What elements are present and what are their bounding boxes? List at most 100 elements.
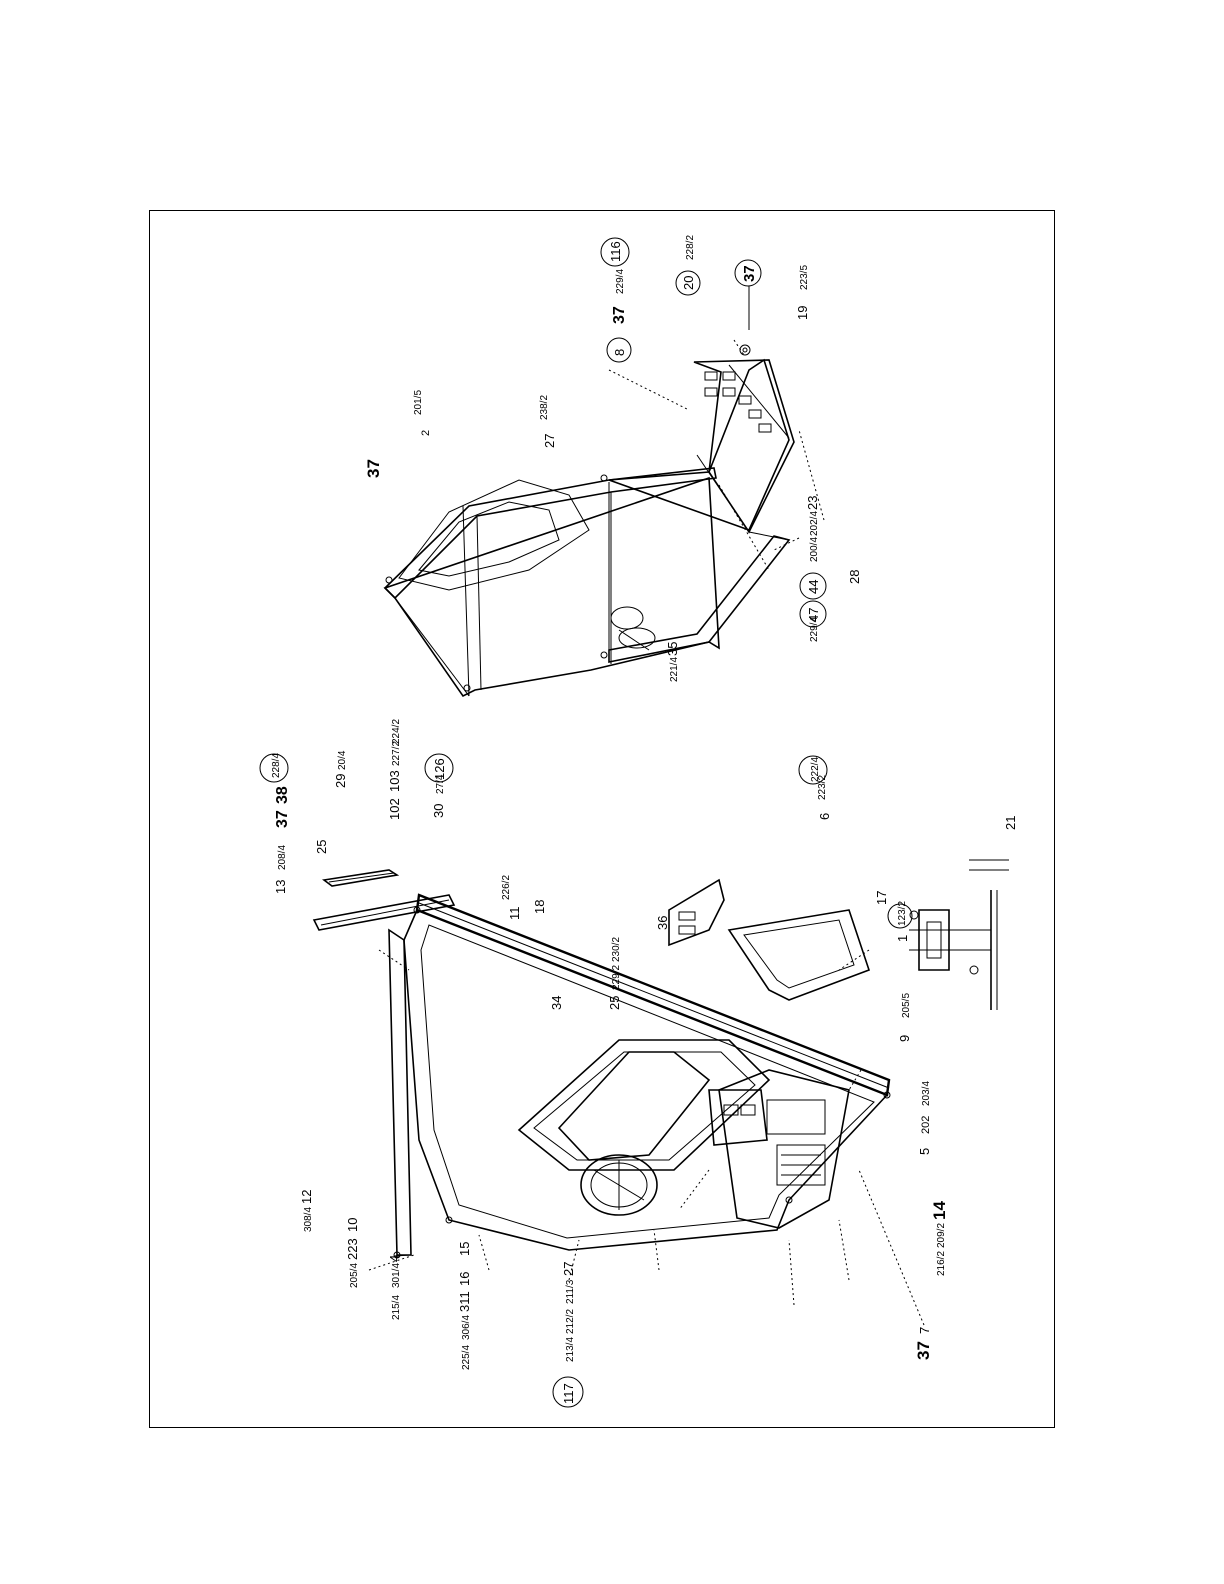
callout: 9 (897, 1035, 912, 1042)
callout: 223/2 (817, 775, 828, 800)
rail-slot-2 (320, 899, 450, 926)
callout: 37 (741, 265, 758, 282)
panel-button-6 (748, 409, 762, 419)
rail-part-lower (312, 894, 456, 931)
bracket-hole (678, 911, 696, 921)
callout: 38 (274, 786, 291, 804)
cabinet-floor (727, 909, 871, 1001)
cabinet-side-panel (403, 908, 889, 1251)
callout: 18 (532, 900, 547, 914)
bolt (600, 474, 608, 482)
leader-line (608, 369, 690, 411)
panel-button-3 (704, 387, 718, 397)
monitor-housing-assembly (383, 339, 825, 698)
leader-line (568, 1239, 580, 1281)
callout: 238/2 (539, 395, 550, 420)
leader-line (788, 1239, 795, 1306)
leader-line (848, 1069, 862, 1091)
callout: 211/3 (565, 1279, 576, 1304)
housing-base (608, 535, 791, 663)
control-panel-face (693, 359, 795, 534)
coin-slot (723, 1104, 739, 1116)
coin-box (708, 1089, 768, 1146)
panel-button-4 (722, 387, 736, 397)
detail-screw (909, 910, 919, 920)
bolt (393, 1251, 401, 1259)
callout: 123/2 (897, 901, 908, 926)
callout: 226/2 (501, 875, 512, 900)
callout: 23 (805, 496, 820, 510)
callout: 19 (795, 306, 810, 320)
panel-crease (728, 364, 790, 439)
callout-labels: 37 8 37 229/4 116 20 228/2 37 19 223/5 2… (259, 235, 1018, 1408)
monitor-hood (398, 479, 590, 591)
callout: 229/4 (615, 269, 626, 294)
callout: 201/5 (413, 390, 424, 415)
callout: 229/4 (809, 617, 820, 642)
callout: 20/4 (337, 750, 348, 770)
lower-compartment (718, 1069, 850, 1229)
callout: 224/2 (391, 719, 402, 744)
callout: 103 (387, 770, 402, 792)
callout: 223 (345, 1238, 360, 1260)
callout-circle (259, 753, 289, 783)
callout: 10 (345, 1218, 360, 1232)
panel-button-1 (704, 371, 718, 381)
cylinder-line (618, 629, 650, 651)
callout: 15 (457, 1242, 472, 1256)
callout: 37 (364, 459, 383, 478)
steering-wheel (580, 1154, 658, 1216)
callout: 216/2 (936, 1251, 947, 1276)
callout-circle (799, 600, 827, 628)
callout-circle (424, 753, 454, 783)
callout: 306/4 (461, 1315, 472, 1340)
housing-top-face (383, 467, 717, 600)
rail-part-upper (321, 869, 400, 887)
compartment-vent (776, 1144, 826, 1186)
housing-edge-2 (462, 505, 470, 697)
bracket-hole-2 (678, 925, 696, 935)
cabinet-shelf-inner (533, 1051, 756, 1161)
callout: 27 (561, 1262, 576, 1276)
callout: 7 (917, 1327, 932, 1334)
compartment-door (766, 1099, 826, 1135)
leader-line (478, 1234, 490, 1271)
panel-buttons (704, 344, 772, 433)
panel-button-7 (758, 423, 772, 433)
callout: 126 (432, 758, 447, 780)
leader-line (798, 429, 825, 521)
callout-circle (552, 1376, 584, 1408)
leader-line (733, 339, 745, 356)
callout-circle (799, 572, 827, 600)
callout: 212/2 (565, 1309, 576, 1334)
panel-button-2 (722, 371, 736, 381)
cabinet-assembly (312, 869, 891, 1306)
callout: 16 (457, 1272, 472, 1286)
callout: 27/4 (435, 774, 446, 794)
cabinet-side-inner (420, 924, 875, 1239)
detail-view-mechanism (909, 859, 1009, 1010)
callout: 5 (917, 1148, 932, 1155)
callout: 202 (920, 1116, 932, 1134)
callout: 213/4 (565, 1337, 576, 1362)
callout: 116 (608, 241, 623, 262)
bolt (385, 576, 393, 584)
rail-slot (328, 872, 395, 883)
detail-bracket (918, 909, 950, 971)
leader-line (678, 1169, 710, 1211)
rail-foot (393, 1254, 412, 1257)
panel-knob (739, 344, 751, 356)
callout: 8 (612, 349, 627, 356)
callout: 37 (274, 810, 291, 828)
callout: 221/4 (669, 657, 680, 682)
callout: 37 (611, 306, 628, 324)
leader-line (653, 1229, 660, 1271)
callout: 25 (607, 996, 622, 1010)
bolt (785, 1196, 793, 1204)
base-leg (748, 531, 790, 541)
cabinet-shelf (517, 1039, 771, 1171)
callout: 209/2 (936, 1223, 947, 1248)
callout: 205/5 (901, 993, 912, 1018)
callout: 228/2 (685, 235, 696, 260)
exploded-parts-diagram: 37 8 37 229/4 116 20 228/2 37 19 223/5 2… (259, 235, 1018, 1408)
